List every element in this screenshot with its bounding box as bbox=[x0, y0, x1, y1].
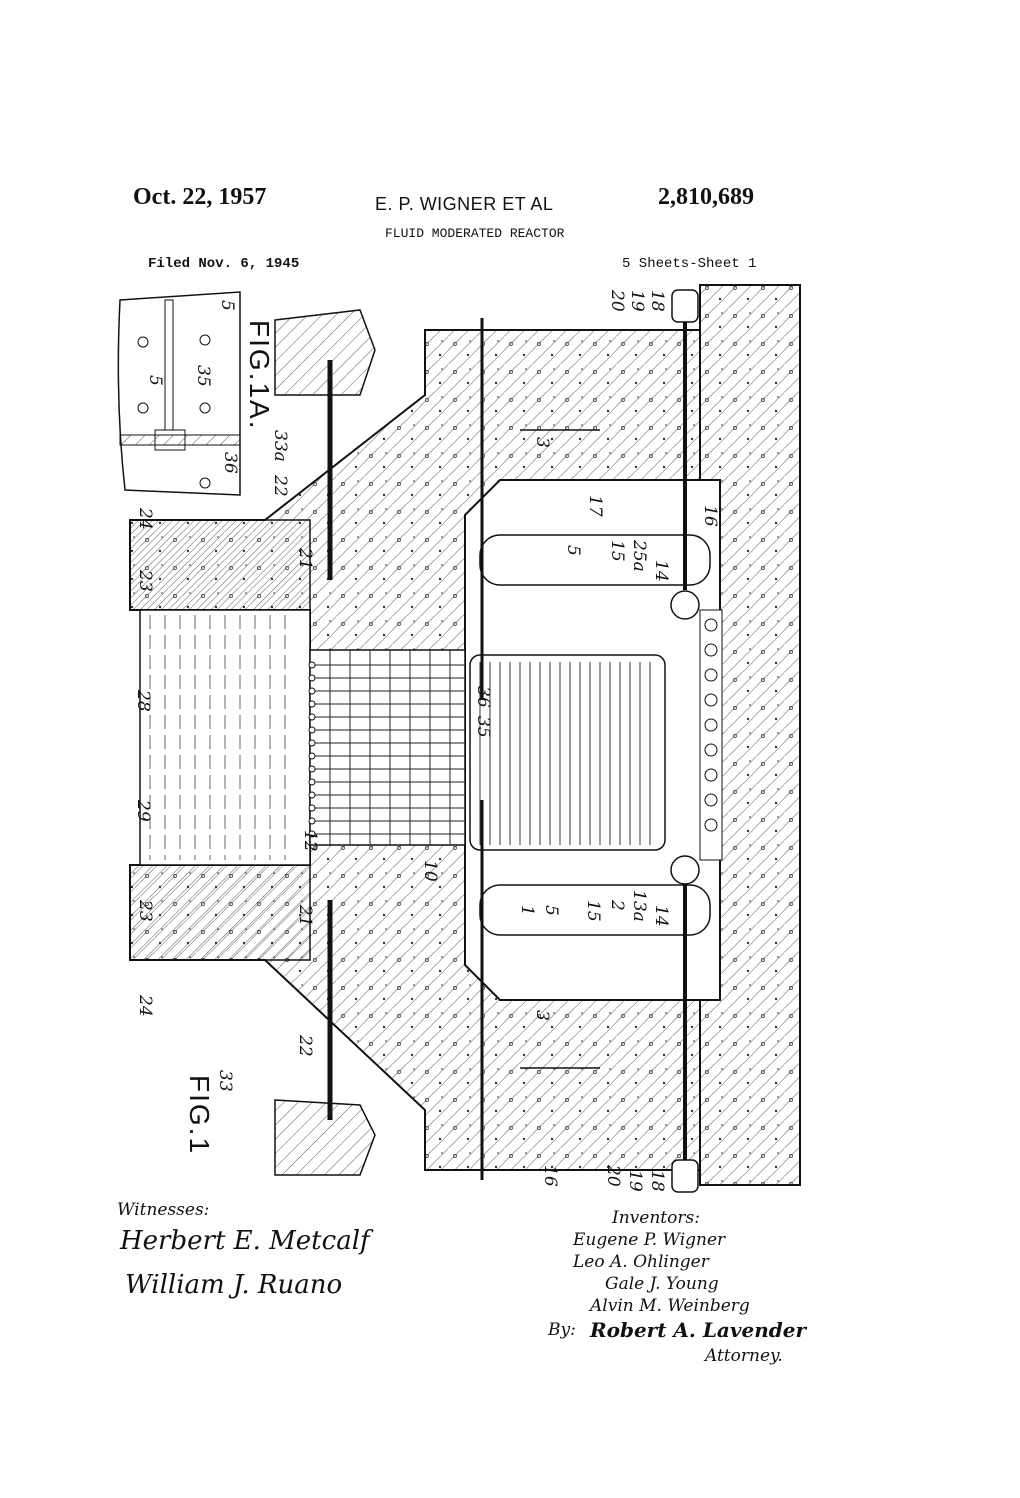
svg-text:29: 29 bbox=[133, 799, 153, 822]
svg-text:13a: 13a bbox=[629, 890, 649, 922]
svg-text:24: 24 bbox=[135, 994, 155, 1017]
sheet-count: 5 Sheets-Sheet 1 bbox=[622, 256, 757, 272]
svg-text:21: 21 bbox=[295, 547, 315, 570]
svg-text:23: 23 bbox=[135, 569, 155, 592]
support-33 bbox=[274, 1099, 376, 1176]
svg-text:33a: 33a bbox=[270, 430, 290, 462]
svg-text:36: 36 bbox=[473, 686, 493, 708]
svg-text:5: 5 bbox=[563, 545, 583, 556]
patent-number: 2,810,689 bbox=[658, 184, 754, 210]
motor-lower bbox=[671, 1159, 699, 1193]
svg-text:18: 18 bbox=[647, 290, 667, 312]
svg-text:18: 18 bbox=[647, 1170, 667, 1192]
svg-text:2: 2 bbox=[607, 899, 627, 911]
svg-text:3: 3 bbox=[532, 1010, 552, 1021]
tube-bundle bbox=[469, 654, 666, 851]
tube-ends bbox=[308, 661, 316, 838]
fig-1a-inset bbox=[117, 291, 241, 496]
svg-text:25a: 25a bbox=[629, 539, 649, 572]
svg-text:19: 19 bbox=[627, 290, 647, 312]
pump-lower bbox=[670, 855, 700, 885]
witness-signature: Herbert E. Metcalf bbox=[120, 1226, 370, 1256]
svg-text:35: 35 bbox=[473, 716, 493, 738]
svg-text:20: 20 bbox=[607, 289, 627, 312]
inventor-name: Eugene P. Wigner bbox=[573, 1230, 726, 1250]
patent-date: Oct. 22, 1957 bbox=[133, 184, 267, 210]
inventors-label: Inventors: bbox=[612, 1208, 700, 1228]
svg-text:23: 23 bbox=[135, 899, 155, 922]
svg-text:28: 28 bbox=[133, 689, 153, 712]
motor-upper bbox=[671, 289, 699, 323]
inventor-name: Gale J. Young bbox=[605, 1274, 719, 1294]
cooling-channels bbox=[699, 609, 723, 861]
tank-liquid-lines bbox=[149, 615, 286, 860]
inventor-header: E. P. WIGNER ET AL bbox=[375, 194, 554, 214]
svg-text:5: 5 bbox=[145, 375, 165, 386]
svg-text:5: 5 bbox=[217, 300, 237, 311]
witness-signature: William J. Ruano bbox=[125, 1270, 343, 1300]
inventor-name: Alvin M. Weinberg bbox=[590, 1296, 750, 1316]
support-33a bbox=[274, 309, 376, 396]
pump-upper bbox=[670, 590, 700, 620]
svg-text:1: 1 bbox=[517, 905, 537, 916]
fig-1a-label: FIG.1A. bbox=[244, 320, 275, 430]
witnesses-label: Witnesses: bbox=[117, 1200, 210, 1220]
upper-shield-plug bbox=[129, 519, 311, 611]
svg-text:16: 16 bbox=[700, 505, 720, 527]
svg-text:14: 14 bbox=[651, 560, 671, 582]
inventor-name: Leo A. Ohlinger bbox=[573, 1252, 709, 1272]
svg-text:16: 16 bbox=[540, 1165, 560, 1187]
svg-text:20: 20 bbox=[603, 1164, 623, 1187]
heat-exchanger-lower bbox=[479, 884, 711, 936]
fuel-tubes-horizontal bbox=[310, 664, 465, 835]
svg-text:17: 17 bbox=[585, 495, 605, 517]
by-label: By: bbox=[548, 1320, 576, 1340]
svg-text:12: 12 bbox=[300, 830, 320, 852]
heat-exchanger-upper bbox=[479, 534, 711, 586]
reactor-core bbox=[309, 649, 466, 846]
svg-text:15: 15 bbox=[583, 900, 603, 922]
svg-text:22: 22 bbox=[295, 1034, 315, 1057]
svg-text:14: 14 bbox=[651, 905, 671, 927]
lower-shield-plug bbox=[129, 864, 311, 961]
svg-text:24: 24 bbox=[135, 507, 155, 530]
svg-text:36: 36 bbox=[220, 452, 240, 474]
svg-text:5: 5 bbox=[541, 905, 561, 916]
svg-text:22: 22 bbox=[270, 474, 290, 497]
patent-title: FLUID MODERATED REACTOR bbox=[385, 226, 565, 241]
reference-numerals: 20 19 18 5 5 35 36 33a 22 21 24 23 17 16… bbox=[133, 289, 720, 1192]
svg-text:10: 10 bbox=[420, 860, 440, 882]
filed-date: Filed Nov. 6, 1945 bbox=[148, 256, 300, 272]
attorney-label: Attorney. bbox=[705, 1346, 783, 1366]
attorney-signature: Robert A. Lavender bbox=[590, 1318, 807, 1342]
svg-text:15: 15 bbox=[607, 540, 627, 562]
svg-text:21: 21 bbox=[295, 904, 315, 927]
svg-text:3: 3 bbox=[532, 437, 552, 448]
svg-text:33: 33 bbox=[215, 1070, 235, 1092]
fig-1-label: FIG.1 bbox=[184, 1075, 215, 1155]
fuel-tubes-vertical bbox=[329, 650, 451, 845]
tube-bundle-lines bbox=[479, 662, 651, 845]
svg-text:19: 19 bbox=[625, 1170, 645, 1192]
svg-text:35: 35 bbox=[193, 365, 213, 387]
